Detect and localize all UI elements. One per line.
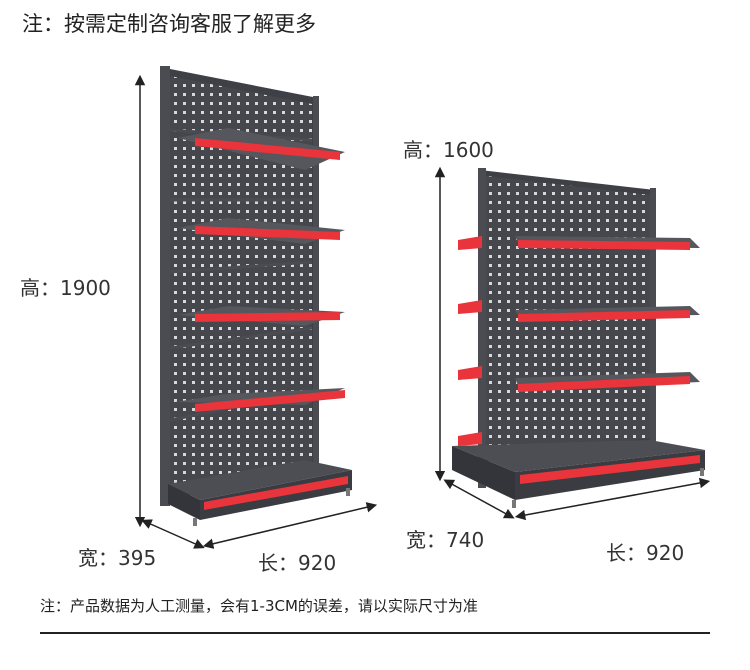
right-shelf-tier-3: [515, 372, 700, 392]
top-note: 注：按需定制咨询客服了解更多: [22, 12, 316, 36]
left-length-label: 长：920: [258, 551, 337, 575]
left-shelf-tier-2: [178, 218, 345, 244]
left-width-label: 宽：395: [78, 546, 157, 570]
right-height-label: 高：1600: [403, 138, 494, 162]
measurement-disclaimer: 注：产品数据为人工测量，会有1-3CM的误差，请以实际尺寸为准: [40, 597, 478, 615]
left-height-label: 高：1900: [20, 276, 111, 300]
left-shelf-tier-1: [178, 128, 345, 170]
right-width-label: 宽：740: [406, 528, 485, 552]
right-shelf-base: [452, 440, 705, 508]
right-length-label: 长：920: [606, 541, 685, 565]
right-shelf-tier-2: [515, 306, 700, 322]
bottom-divider: [40, 632, 710, 634]
left-shelf-tier-4: [175, 388, 345, 412]
right-shelf-tier-1: [515, 236, 700, 250]
dimension-arrows: [134, 74, 711, 549]
left-shelf-unit: [160, 66, 352, 526]
left-shelf-tier-3: [178, 306, 345, 326]
right-shelf-unit: [452, 168, 705, 508]
